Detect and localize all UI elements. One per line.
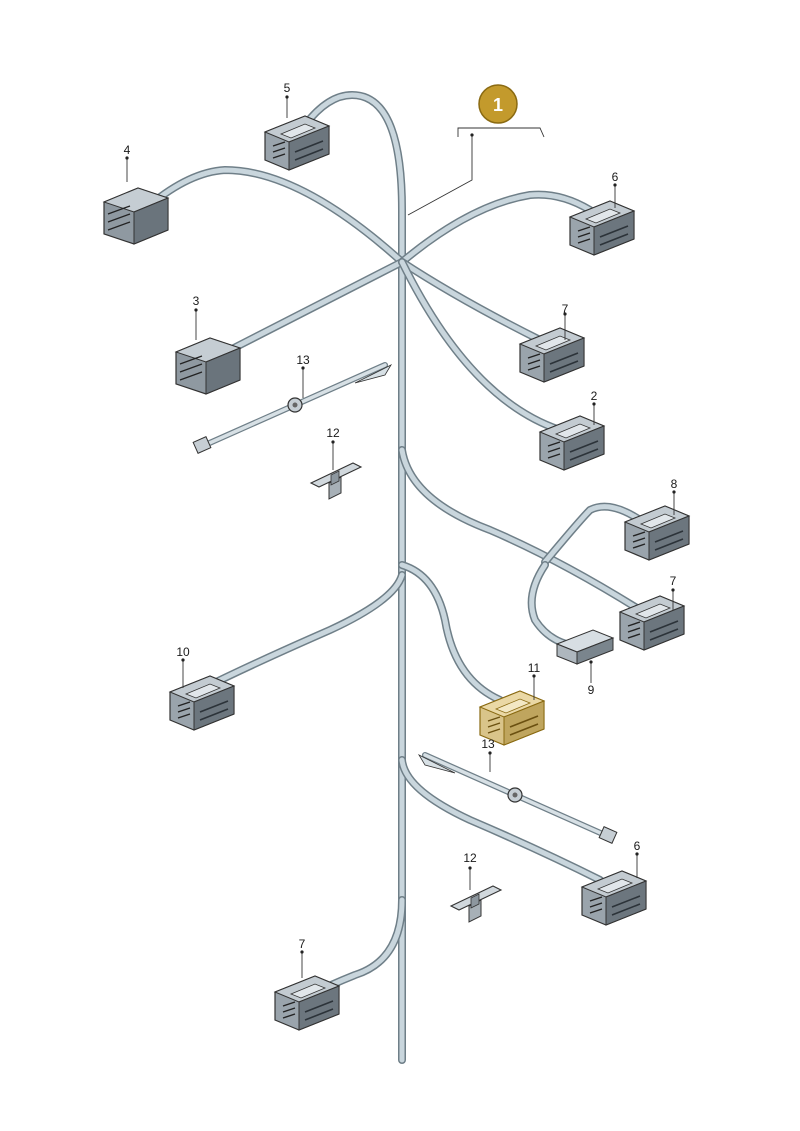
callout-12-lower: 12 bbox=[463, 851, 477, 865]
callout-7-middle: 7 bbox=[670, 574, 677, 588]
callout-7-lower: 7 bbox=[299, 937, 306, 951]
callout-6-lower: 6 bbox=[634, 839, 641, 853]
connector-3[interactable] bbox=[175, 337, 241, 395]
callout-labels: 5 4 6 3 7 2 13 12 8 7 10 9 11 13 6 12 7 bbox=[124, 81, 678, 951]
connectors bbox=[103, 115, 690, 1031]
callout-6-upper: 6 bbox=[612, 170, 619, 184]
callout-11: 11 bbox=[528, 661, 541, 675]
cable-tie-13-lower[interactable] bbox=[419, 755, 617, 843]
callout-13-upper: 13 bbox=[296, 353, 310, 367]
badge-circle bbox=[478, 84, 518, 124]
clip-12-lower[interactable] bbox=[450, 885, 502, 923]
clip-12-upper[interactable] bbox=[310, 462, 362, 500]
connector-9[interactable] bbox=[555, 629, 615, 665]
callout-3: 3 bbox=[193, 294, 200, 308]
assembly-badge: 1 bbox=[478, 84, 518, 124]
connector-5[interactable] bbox=[264, 115, 330, 171]
callout-13-lower: 13 bbox=[481, 737, 495, 751]
callout-2: 2 bbox=[591, 389, 598, 403]
callout-10: 10 bbox=[176, 645, 190, 659]
callout-9: 9 bbox=[588, 683, 595, 697]
callout-4: 4 bbox=[124, 143, 131, 157]
connector-7-lower[interactable] bbox=[274, 975, 340, 1031]
connector-10[interactable] bbox=[169, 675, 235, 731]
connector-4[interactable] bbox=[103, 187, 169, 245]
callout-5: 5 bbox=[284, 81, 291, 95]
leader-lines bbox=[125, 95, 676, 978]
harness-wires bbox=[146, 91, 644, 1064]
callout-7-upper: 7 bbox=[562, 302, 569, 316]
callout-8: 8 bbox=[671, 477, 678, 491]
connector-6-upper[interactable] bbox=[569, 200, 635, 256]
callout-12-upper: 12 bbox=[326, 426, 340, 440]
badge-label: 1 bbox=[493, 95, 503, 115]
